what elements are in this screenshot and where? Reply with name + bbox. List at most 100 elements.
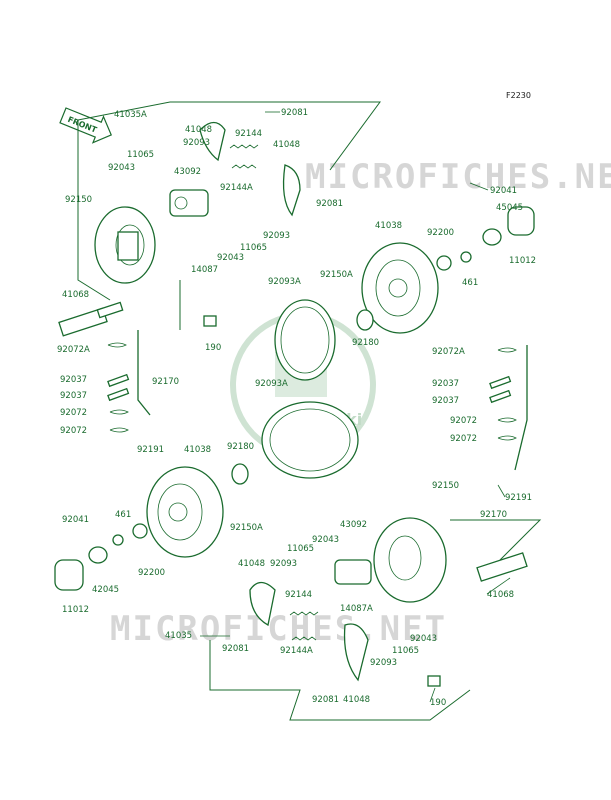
spring-lower-2 [291,636,317,641]
part-label: 92043 [312,535,339,545]
part-label: 92093A [255,379,288,389]
part-label: 92150 [65,195,92,205]
o-ring-92180-upper [356,309,374,331]
brake-tube-right [514,345,528,471]
part-label: 92180 [227,442,254,452]
part-label: 92093 [263,231,290,241]
part-label: 11012 [509,256,536,266]
part-label: 461 [115,510,131,520]
clip-right-3 [489,389,512,404]
clip-right-2 [489,375,512,390]
part-label: 92144A [220,183,253,193]
part-label: 92144 [235,129,262,139]
spring-lower-1 [289,611,319,616]
part-label: 92072 [60,426,87,436]
seal-ring-lower [261,401,359,479]
part-label: 92043 [217,253,244,263]
watermark-bottom: MICROFICHES.NET [110,609,447,649]
brake-drum-right [361,242,439,334]
part-label: 92081 [222,644,249,654]
front-arrow-icon: FRONT [59,107,113,144]
wheel-cylinder-lower [334,559,372,585]
part-label: 92170 [152,377,179,387]
backing-plate-left [94,206,156,284]
part-labels: 41035A 41048 92081 92093 92144 11065 410… [57,108,536,708]
part-label: 11012 [62,605,89,615]
part-label: 41038 [184,445,211,455]
clip-left-5 [109,427,129,433]
part-label: 14087A [340,604,373,614]
part-label: 92081 [316,199,343,209]
brake-shoe-lower-2 [343,623,369,682]
bolt-190-upper [203,315,217,327]
part-label: 92180 [352,338,379,348]
figure-code: F2230 [506,91,531,100]
part-label: 92093 [270,559,297,569]
part-label: 41035A [114,110,147,120]
part-label: 92037 [432,396,459,406]
spring-upper-2 [231,164,257,169]
part-label: 11065 [392,646,419,656]
part-label: 42045 [92,585,119,595]
washer-461-upper [460,251,472,263]
hub-cap-left [54,546,108,591]
part-label: 92144A [280,646,313,656]
part-label: 41038 [375,221,402,231]
part-label: 92191 [505,493,532,503]
clip-left-3 [107,387,130,402]
watermark-top: MICROFICHES.NET [305,157,611,197]
part-label: 41048 [238,559,265,569]
part-label: 92093 [370,658,397,668]
part-label: 92072 [450,434,477,444]
part-label: 92072 [60,408,87,418]
backing-plate-right [373,517,447,603]
wheel-cylinder-upper [169,189,209,217]
clip-left-1 [107,342,127,348]
brake-shoe-upper-1 [199,121,226,162]
washer-92200-upper [436,255,452,271]
part-label: 92072A [57,345,90,355]
part-label: 92041 [62,515,89,525]
part-label: 92150A [320,270,353,280]
part-label: 45045 [496,203,523,213]
washer-92200-lower [132,523,148,539]
part-label: 92037 [432,379,459,389]
part-label: 92037 [60,391,87,401]
clip-left-2 [107,373,130,388]
part-label: 92081 [281,108,308,118]
part-label: 11065 [240,243,267,253]
part-label: 92037 [60,375,87,385]
part-label: 11065 [287,544,314,554]
washer-461-lower [112,534,124,546]
part-label: 92200 [427,228,454,238]
part-label: 92150A [230,523,263,533]
part-label: 92043 [410,634,437,644]
spring-upper-1 [229,144,259,149]
part-label: 14087 [191,265,218,275]
leader-lines [200,111,511,703]
part-label: 92170 [480,510,507,520]
part-label: 43092 [340,520,367,530]
part-label: 92144 [285,590,312,600]
axle-left [58,301,124,337]
clip-right-5 [497,435,517,441]
axle-right [476,552,528,582]
part-label: 11065 [127,150,154,160]
part-label: 41035 [165,631,192,641]
brake-drum-left [146,466,224,558]
part-label: 92093A [268,277,301,287]
part-label: 92043 [108,163,135,173]
part-label: 92072A [432,347,465,357]
o-ring-92180-lower [231,463,249,485]
part-label: 92093 [183,138,210,148]
part-label: 92072 [450,416,477,426]
part-label: 41068 [62,290,89,300]
clip-left-4 [109,409,129,415]
part-label: 92200 [138,568,165,578]
clip-right-4 [497,417,517,423]
brake-tube-left [137,330,151,416]
part-label: 92191 [137,445,164,455]
part-label: 41068 [487,590,514,600]
